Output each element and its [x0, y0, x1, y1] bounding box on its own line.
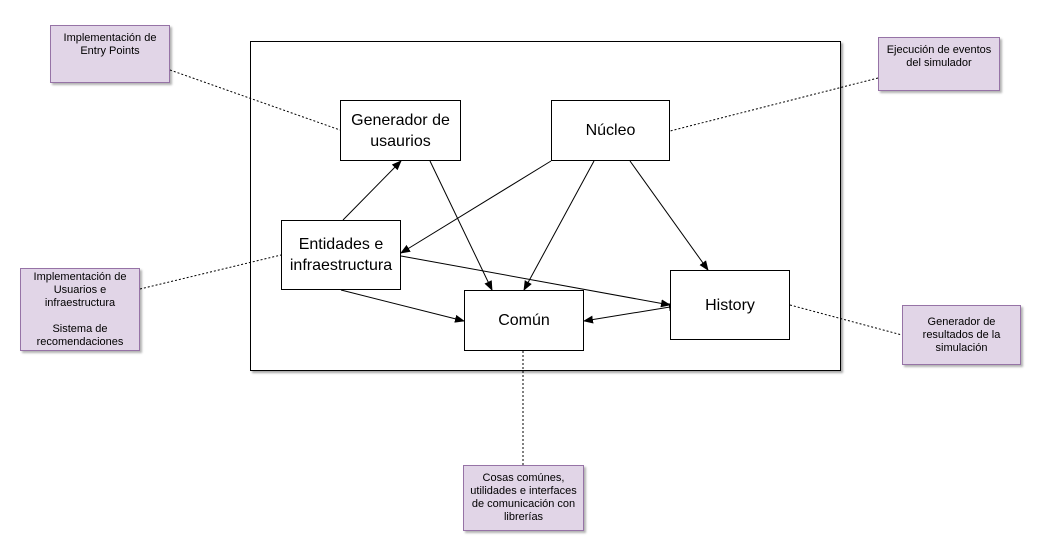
arrow-nucleo-entidades: [400, 160, 552, 254]
arrow-nucleo-history: [629, 160, 709, 271]
nucleo-box[interactable]: Núcleo: [551, 100, 670, 161]
arrow-entidades-history: [400, 255, 671, 308]
arrow-entidades-generador: [342, 160, 402, 221]
arrow-entidades-comun: [340, 289, 465, 323]
arrow-history-comun: [583, 303, 679, 324]
connector-eventos: [669, 77, 879, 132]
arrow-nucleo-comun: [523, 160, 595, 291]
comun-box[interactable]: Común: [464, 290, 584, 351]
note-entry-points: Implementación de Entry Points: [50, 25, 170, 83]
connector-entry-points: [169, 69, 341, 131]
history-box[interactable]: History: [670, 270, 790, 340]
note-eventos: Ejecución de eventos del simulador: [878, 37, 1000, 91]
note-comunes: Cosas comúnes, utilidades e interfaces d…: [463, 465, 584, 531]
generador-usuarios-box[interactable]: Generador de usaurios: [340, 100, 461, 161]
connector-resultados: [789, 304, 903, 336]
arrow-generador-comun: [429, 160, 493, 291]
connector-usuarios: [139, 254, 282, 290]
entidades-box[interactable]: Entidades e infraestructura: [281, 220, 401, 290]
note-usuarios: Implementación de Usuarios e infraestruc…: [20, 268, 140, 351]
note-resultados: Generador de resultados de la simulación: [902, 305, 1021, 365]
